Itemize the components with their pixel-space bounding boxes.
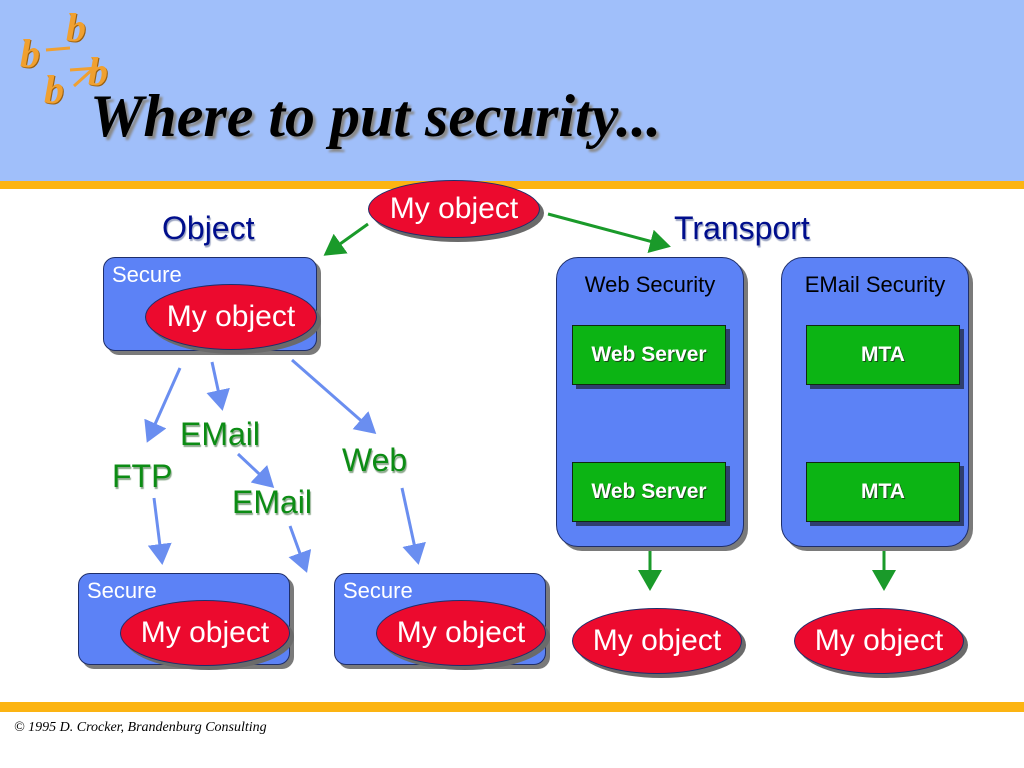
arrow-web-to-secure bbox=[400, 487, 426, 565]
arrow-to-transport bbox=[547, 212, 671, 253]
header-band bbox=[0, 0, 1024, 181]
email-security-title: EMail Security bbox=[804, 272, 946, 297]
top-object-oval: My object bbox=[368, 180, 540, 238]
arrow-to-email-upper bbox=[206, 361, 230, 411]
arrow-to-web bbox=[291, 358, 377, 434]
header-accent-bar bbox=[0, 181, 1024, 189]
label-email-lower: EMail bbox=[232, 484, 313, 520]
arrow-ftp-to-secure bbox=[147, 497, 172, 565]
logo: b b b b bbox=[14, 5, 124, 112]
footer-accent-bar bbox=[0, 702, 1024, 712]
logo-letter: b bbox=[44, 67, 64, 112]
arrow-to-ftp bbox=[144, 367, 182, 443]
logo-letter: b bbox=[20, 31, 40, 76]
logo-strokes-icon bbox=[45, 46, 99, 88]
arrow-to-object bbox=[323, 222, 369, 256]
web-server-bottom: Web Server bbox=[572, 462, 726, 522]
web-server-top: Web Server bbox=[572, 325, 726, 385]
secure-top-object-oval: My object bbox=[145, 284, 317, 350]
label-email-upper: EMail bbox=[180, 416, 261, 452]
page-title: Where to put security... bbox=[90, 83, 662, 149]
secure-label: Secure bbox=[343, 578, 413, 603]
secure-left-object-oval: My object bbox=[120, 600, 290, 666]
secure-label: Secure bbox=[112, 262, 182, 287]
arrow-email-to-secure bbox=[288, 525, 312, 573]
secure-label: Secure bbox=[87, 578, 157, 603]
footer-copyright: © 1995 D. Crocker, Brandenburg Consultin… bbox=[14, 720, 267, 735]
heading-transport: Transport bbox=[674, 210, 810, 246]
mta-bottom: MTA bbox=[806, 462, 960, 522]
heading-object: Object bbox=[162, 210, 255, 246]
web-security-title: Web Security bbox=[584, 272, 716, 297]
arrow-email-to-email bbox=[236, 452, 275, 489]
logo-letter: b bbox=[66, 5, 86, 50]
label-ftp: FTP bbox=[112, 458, 173, 494]
secure-right-object-oval: My object bbox=[376, 600, 546, 666]
logo-letter: b bbox=[88, 49, 108, 94]
email-object-oval: My object bbox=[794, 608, 964, 674]
web-object-oval: My object bbox=[572, 608, 742, 674]
mta-top: MTA bbox=[806, 325, 960, 385]
label-web: Web bbox=[342, 442, 408, 478]
